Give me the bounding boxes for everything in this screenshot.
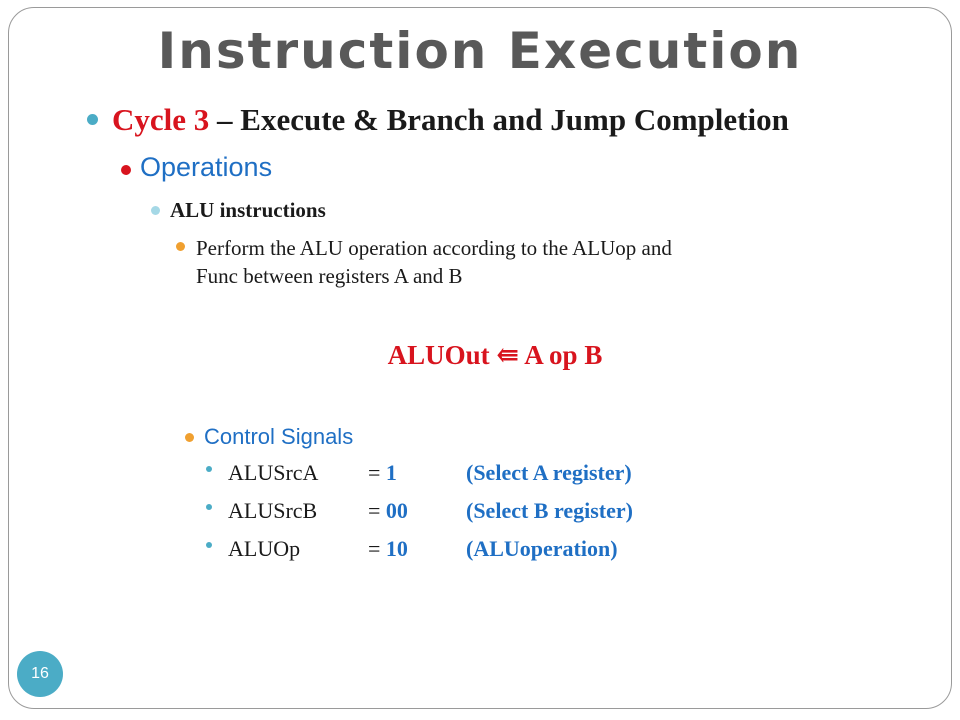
control-signals-heading: Control Signals: [204, 424, 354, 449]
alu-description-line-2: Func between registers A and B: [196, 264, 463, 288]
signal-value: 1: [385, 460, 397, 485]
signal-description: (ALUoperation): [466, 536, 618, 561]
cycle-label: Cycle 3: [112, 102, 210, 137]
signal-name: ALUSrcA: [228, 460, 319, 485]
signal-value: 00: [385, 498, 408, 523]
formula-left: ALUOut: [387, 340, 490, 370]
signal-name: ALUOp: [228, 536, 301, 561]
bullet-cycle-icon: [87, 114, 98, 125]
bullet-control-signals-icon: [185, 433, 194, 442]
bullet-operations-icon: [121, 165, 131, 175]
signal-assignment: = 00: [368, 498, 408, 524]
alu-instructions-heading: ALU instructions: [170, 198, 326, 222]
cycle-subtitle: – Execute & Branch and Jump Completion: [209, 102, 789, 137]
bullet-signal-2-icon: [206, 504, 212, 510]
bullet-description-icon: [176, 242, 185, 251]
operations-heading: Operations: [140, 152, 273, 182]
signal-description: (Select B register): [466, 498, 633, 523]
bullet-signal-1-icon: [206, 466, 212, 472]
alu-formula: ALUOut ⇚ A op B: [0, 340, 960, 371]
slide-frame: [8, 7, 952, 709]
signal-assignment: = 10: [368, 536, 408, 562]
left-arrow-icon: ⇚: [496, 340, 520, 370]
signal-assignment: = 1: [368, 460, 397, 486]
signal-equals: =: [368, 460, 381, 485]
slide-title: Instruction Execution: [157, 22, 803, 80]
page-number-badge: 16: [17, 651, 63, 697]
cycle-heading: Cycle 3 – Execute & Branch and Jump Comp…: [112, 102, 789, 138]
formula-right: A op B: [524, 340, 603, 370]
signal-description: (Select A register): [466, 460, 632, 485]
alu-description: Perform the ALU operation according to t…: [196, 234, 672, 290]
signal-name: ALUSrcB: [228, 498, 318, 523]
bullet-signal-3-icon: [206, 542, 212, 548]
bullet-alu-icon: [151, 206, 160, 215]
signal-value: 10: [385, 536, 408, 561]
alu-description-line-1: Perform the ALU operation according to t…: [196, 236, 672, 260]
signal-equals: =: [368, 498, 381, 523]
signal-equals: =: [368, 536, 381, 561]
